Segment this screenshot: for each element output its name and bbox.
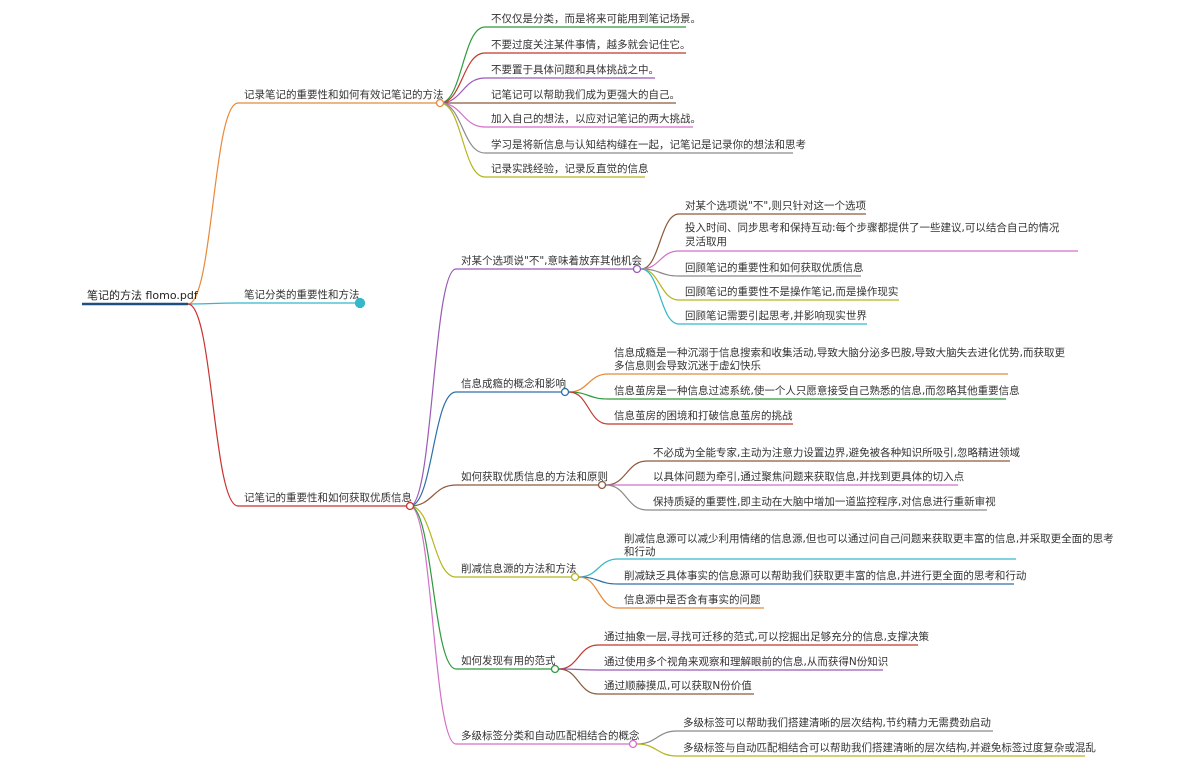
sub-quality-methods-edge: [409, 484, 457, 507]
branch-note-methods-node[interactable]: [435, 98, 445, 108]
leaf-0-2-label: 不要置于具体问题和具体挑战之中。: [491, 63, 659, 76]
sub-info-addiction-label: 信息成瘾的概念和影响: [461, 377, 566, 390]
sub-info-addiction-leaf-1-label: 信息茧房是一种信息过滤系统,使一个人只愿意接受自己熟悉的信息,而忽略其他重要信息: [614, 384, 1020, 397]
sub-say-no-leaf-2-label: 回顾笔记的重要性和如何获取优质信息: [685, 261, 864, 274]
sub-quality-methods-leaf-0-edge: [605, 460, 648, 486]
leaf-0-6-edge: [439, 102, 486, 178]
sub-multi-tag-leaf-0-edge: [636, 730, 678, 745]
branch-note-methods-label: 记录笔记的重要性和如何有效记笔记的方法: [244, 88, 444, 101]
sub-multi-tag-leaf-1-label: 多级标签与自动匹配相结合可以帮助我们搭建清晰的层次结构,并避免标签过度复杂或混乱: [683, 741, 1096, 754]
branch-quality-info-edge: [187, 303, 239, 507]
sub-say-no-leaf-4-edge: [640, 268, 680, 325]
sub-reduce-sources-node[interactable]: [570, 572, 580, 582]
sub-info-addiction-leaf-2-label: 信息茧房的困境和打破信息茧房的挑战: [614, 409, 793, 422]
leaf-0-0-label: 不仅仅是分类，而是将来可能用到笔记场景。: [491, 12, 701, 25]
sub-reduce-sources-leaf-2-edge: [578, 576, 619, 609]
sub-say-no-node[interactable]: [632, 264, 642, 274]
leaf-0-6-label: 记录实践经验，记录反直觉的信息: [491, 162, 649, 175]
sub-multi-tag-leaf-0-label: 多级标签可以帮助我们搭建清晰的层次结构,节约精力无需费劲启动: [683, 716, 991, 729]
sub-say-no-leaf-0-edge: [640, 213, 680, 270]
branch-classification-node[interactable]: [354, 297, 366, 309]
sub-quality-methods-leaf-0-label: 不必成为全能专家,主动为注意力设置边界,避免被各种知识所吸引,忽略精进领域: [653, 446, 1021, 459]
sub-quality-methods-leaf-2-label: 保持质疑的重要性,即主动在大脑中增加一道监控程序,对信息进行重新审视: [653, 495, 996, 508]
sub-find-paradigm-leaf-0-edge: [558, 644, 599, 670]
sub-find-paradigm-leaf-0-label: 通过抽象一层,寻找可迁移的范式,可以挖掘出足够充分的信息,支撑决策: [604, 630, 930, 643]
branch-classification-edge: [187, 302, 239, 305]
sub-say-no-label: 对某个选项说"不",意味着放弃其他机会: [461, 254, 642, 267]
branch-quality-info-label: 记笔记的重要性和如何获取优质信息: [244, 491, 412, 504]
sub-info-addiction-leaf-0-edge: [568, 373, 609, 393]
sub-say-no-leaf-0-label: 对某个选项说"不",则只针对这一个选项: [685, 199, 866, 212]
sub-find-paradigm-edge: [409, 505, 457, 670]
sub-find-paradigm-leaf-2-label: 通过顺藤摸瓜,可以获取N份价值: [604, 679, 752, 692]
sub-info-addiction-leaf-0-label: 信息成瘾是一种沉溺于信息搜索和收集活动,导致大脑分泌多巴胺,导致大脑失去进化优势…: [614, 346, 1066, 372]
sub-find-paradigm-leaf-2-edge: [558, 668, 599, 695]
sub-say-no-leaf-1-edge: [640, 250, 680, 270]
sub-quality-methods-node[interactable]: [597, 480, 607, 490]
sub-say-no-leaf-1-label: 投入时间、同步思考和保持互动:每个步骤都提供了一些建议,可以结合自己的情况灵活取…: [685, 221, 1060, 248]
sub-reduce-sources-leaf-1-label: 削减缺乏具体事实的信息源可以帮助我们获取更丰富的信息,并进行更全面的思考和行动: [624, 569, 1026, 582]
sub-reduce-sources-edge: [409, 505, 457, 578]
leaf-0-4-edge: [439, 102, 486, 128]
leaf-0-5-label: 学习是将新信息与认知结构缝在一起，记笔记是记录你的想法和思考: [491, 138, 806, 151]
sub-quality-methods-label: 如何获取优质信息的方法和原则: [461, 470, 608, 483]
branch-note-methods-edge: [187, 102, 239, 305]
node-layer: 笔记的方法 flomo.pdf 记录笔记的重要性和如何有效记笔记的方法笔记分类的重…: [87, 12, 1114, 754]
sub-info-addiction-edge: [409, 391, 457, 507]
sub-reduce-sources-leaf-2-label: 信息源中是否含有事实的问题: [624, 593, 761, 606]
sub-multi-tag-leaf-1-edge: [636, 743, 678, 757]
sub-say-no-leaf-3-label: 回顾笔记的重要性不是操作笔记,而是操作现实: [685, 285, 898, 298]
leaf-0-3-label: 记笔记可以帮助我们成为更强大的自己。: [491, 88, 680, 101]
leaf-0-2-edge: [439, 77, 486, 104]
sub-reduce-sources-leaf-0-edge: [578, 558, 619, 578]
leaf-0-5-edge: [439, 102, 486, 154]
sub-multi-tag-node[interactable]: [628, 739, 638, 749]
sub-multi-tag-label: 多级标签分类和自动匹配相结合的概念: [461, 729, 640, 742]
sub-info-addiction-leaf-2-edge: [568, 391, 609, 425]
leaf-0-0-edge: [439, 26, 486, 104]
leaf-0-4-label: 加入自己的想法，以应对记笔记的两大挑战。: [491, 112, 701, 125]
connector-layer: [82, 26, 1085, 757]
branch-classification-label: 笔记分类的重要性和方法: [244, 288, 360, 301]
sub-say-no-edge: [409, 268, 457, 507]
sub-find-paradigm-label: 如何发现有用的范式: [461, 654, 556, 667]
sub-find-paradigm-node[interactable]: [550, 664, 560, 674]
sub-say-no-leaf-4-label: 回顾笔记需要引起思考,并影响现实世界: [685, 309, 867, 322]
branch-quality-info-node[interactable]: [405, 501, 415, 511]
sub-info-addiction-node[interactable]: [560, 387, 570, 397]
sub-quality-methods-leaf-2-edge: [605, 484, 648, 511]
sub-find-paradigm-leaf-1-label: 通过使用多个视角来观察和理解眼前的信息,从而获得N份知识: [604, 655, 888, 668]
sub-quality-methods-leaf-1-label: 以具体问题为牵引,通过聚焦问题来获取信息,并找到更具体的切入点: [653, 470, 964, 483]
root-label: 笔记的方法 flomo.pdf: [87, 288, 199, 302]
leaf-0-1-label: 不要过度关注某件事情，越多就会记住它。: [491, 38, 691, 51]
leaf-0-1-edge: [439, 52, 486, 104]
sub-multi-tag-edge: [409, 505, 457, 745]
sub-reduce-sources-leaf-0-label: 削减信息源可以减少利用情绪的信息源,但也可以通过问自己问题来获取更丰富的信息,并…: [624, 532, 1114, 558]
sub-reduce-sources-label: 削减信息源的方法和方法: [461, 562, 577, 575]
